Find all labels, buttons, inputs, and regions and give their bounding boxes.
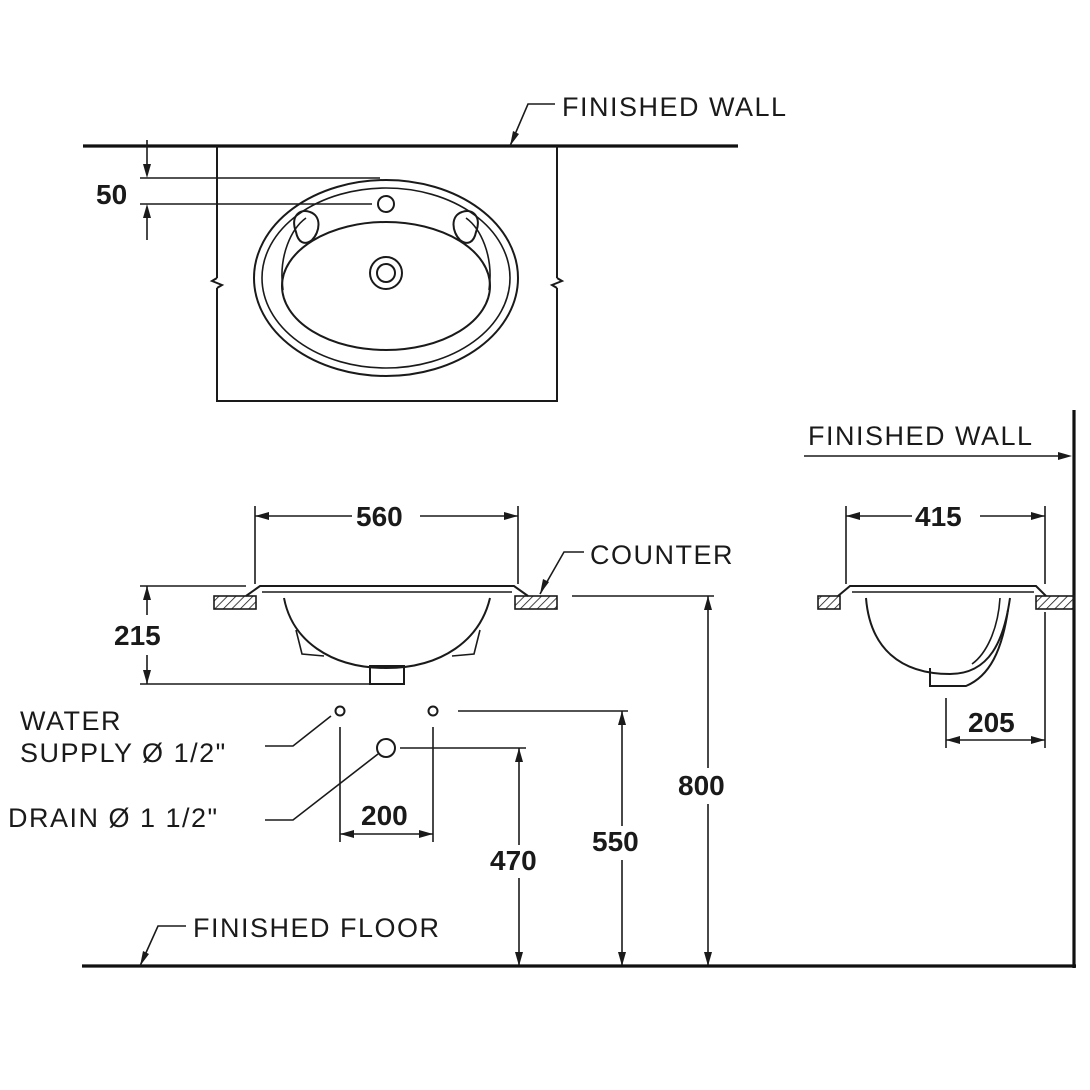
dim-560-arrow-left [255,512,269,520]
counter-label: COUNTER [590,540,734,570]
drain-outer-icon [369,256,403,290]
counter-plan-outline [216,288,558,402]
basin-inner-rim [261,187,511,369]
drain-inner-icon [376,263,396,283]
dim-drain-offset: 205 [968,707,1015,738]
basin-outer-rim [253,179,519,377]
basin-rim-side [837,585,1047,597]
drain-point-icon [376,738,396,758]
dim-205-arrow-left [946,736,960,744]
dim-205-arrow-right [1031,736,1045,744]
finished-wall-side-arrow [1058,452,1072,460]
counter-section-right [514,595,558,610]
finished-floor-leader [139,925,186,967]
break-mark-left [209,277,225,289]
drain-leader [265,753,379,821]
counter-leader [539,551,584,595]
dim-415-arrow-left [846,512,860,520]
basin-trap-side [929,609,1009,687]
overflow-left-icon [293,210,320,244]
break-mark-right [549,277,565,289]
dim-supply-height: 550 [592,826,639,857]
side-elevation: FINISHED WALL 415 205 [804,410,1076,968]
basin-trap-front [369,665,405,685]
counter-section-side-left [817,595,841,610]
dim-tap-hole-offset: 50 [96,179,127,210]
dim-560-arrow-right [504,512,518,520]
counter-section-left [213,595,257,610]
counter-section-side-right [1035,595,1075,610]
basin-leg-left [295,629,325,657]
dim-550-arrow-bottom [618,952,626,966]
basin-bowl-front [283,597,491,670]
water-supply-right-icon [427,705,439,717]
dim-215-arrow-bottom [143,670,151,684]
dim-470-arrow-top [515,748,523,762]
dim-supply-spacing: 200 [361,800,408,831]
basin-bowl [281,221,491,351]
dim-415-arrow-right [1031,512,1045,520]
dim-basin-depth: 415 [915,501,962,532]
dim-550-arrow-top [618,711,626,725]
dim-basin-width: 560 [356,501,403,532]
plan-view: FINISHED WALL 50 [83,92,788,402]
basin-bowl-left-edge [281,217,307,291]
basin-leg-right [451,629,481,657]
dim-drain-height: 470 [490,845,537,876]
dim-200-arrow-left [340,830,354,838]
finished-wall-top-arrow [510,131,519,146]
basin-bowl-side [865,597,1011,676]
dim-50-arrow-up [143,204,151,218]
water-supply-label-line2: SUPPLY Ø 1/2" [20,738,227,768]
water-supply-left-icon [334,705,346,717]
front-elevation: 560 COUNTER 215 WATER SUPPLY Ø 1/2" [8,501,1076,968]
dim-counter-height: 800 [678,770,725,801]
dim-215-arrow-top [143,586,151,600]
dim-50-arrow-down [143,164,151,178]
finished-floor-label: FINISHED FLOOR [193,913,441,943]
dim-basin-height: 215 [114,620,161,651]
water-supply-label-line1: WATER [20,706,122,736]
finished-wall-side-label: FINISHED WALL [808,421,1034,451]
basin-rim-front [245,585,529,597]
overflow-right-icon [452,210,479,244]
finished-floor-arrow [140,951,149,966]
basin-bowl-right-edge [465,217,491,291]
finished-wall-top-leader [509,103,555,147]
dim-800-arrow-bottom [704,952,712,966]
finished-wall-top-label: FINISHED WALL [562,92,788,122]
drain-label: DRAIN Ø 1 1/2" [8,803,219,833]
tap-hole-icon [377,195,395,213]
dim-470-arrow-bottom [515,952,523,966]
dim-200-arrow-right [419,830,433,838]
basin-bowl-side-inner [971,597,1001,665]
counter-arrow [540,579,549,594]
water-supply-leader [265,715,332,747]
dim-800-arrow-top [704,596,712,610]
